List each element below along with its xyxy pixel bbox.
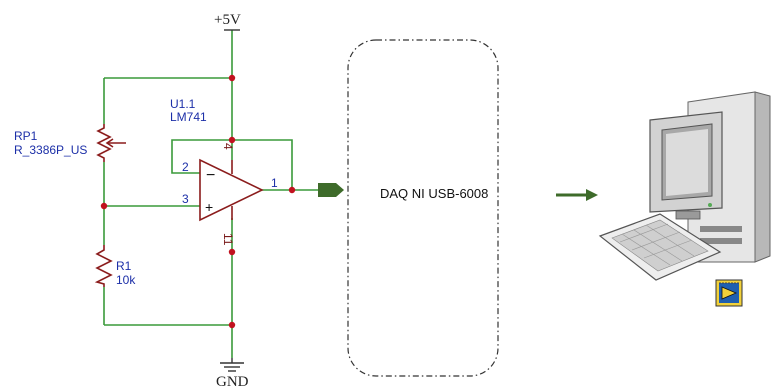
supply-symbol: +5V	[214, 12, 241, 31]
resistor-value: 10k	[116, 273, 136, 287]
opamp-u1: − + U1.1 LM741 2 3 1 4 11	[170, 97, 278, 246]
labview-icon	[715, 279, 743, 307]
resistor-ref: R1	[116, 259, 132, 273]
pin-output: 1	[271, 176, 278, 190]
supply-label: +5V	[214, 12, 241, 28]
pin-vpos: 4	[221, 143, 235, 150]
junction-dots	[100, 74, 296, 329]
potentiometer-rp1: RP1 R_3386P_US	[14, 124, 126, 162]
pin-inverting: 2	[182, 160, 189, 174]
ground-symbol: GND	[216, 358, 249, 388]
desktop-computer-icon	[598, 91, 771, 281]
circuit-wires	[103, 30, 320, 358]
inverting-sign: −	[206, 167, 215, 184]
ground-label: GND	[216, 374, 249, 388]
pin-vneg: 11	[221, 233, 235, 246]
pin-noninverting: 3	[182, 192, 189, 206]
potentiometer-part: R_3386P_US	[14, 143, 87, 157]
data-arrow-icon	[556, 189, 598, 201]
noninverting-sign: +	[205, 199, 213, 215]
daq-box: DAQ NI USB-6008	[347, 39, 499, 377]
opamp-ref: U1.1	[170, 97, 196, 111]
opamp-part: LM741	[170, 110, 207, 124]
output-arrow-icon	[318, 183, 344, 197]
daq-label: DAQ NI USB-6008	[380, 186, 488, 201]
resistor-r1: R1 10k	[94, 245, 136, 287]
potentiometer-ref: RP1	[14, 129, 38, 143]
